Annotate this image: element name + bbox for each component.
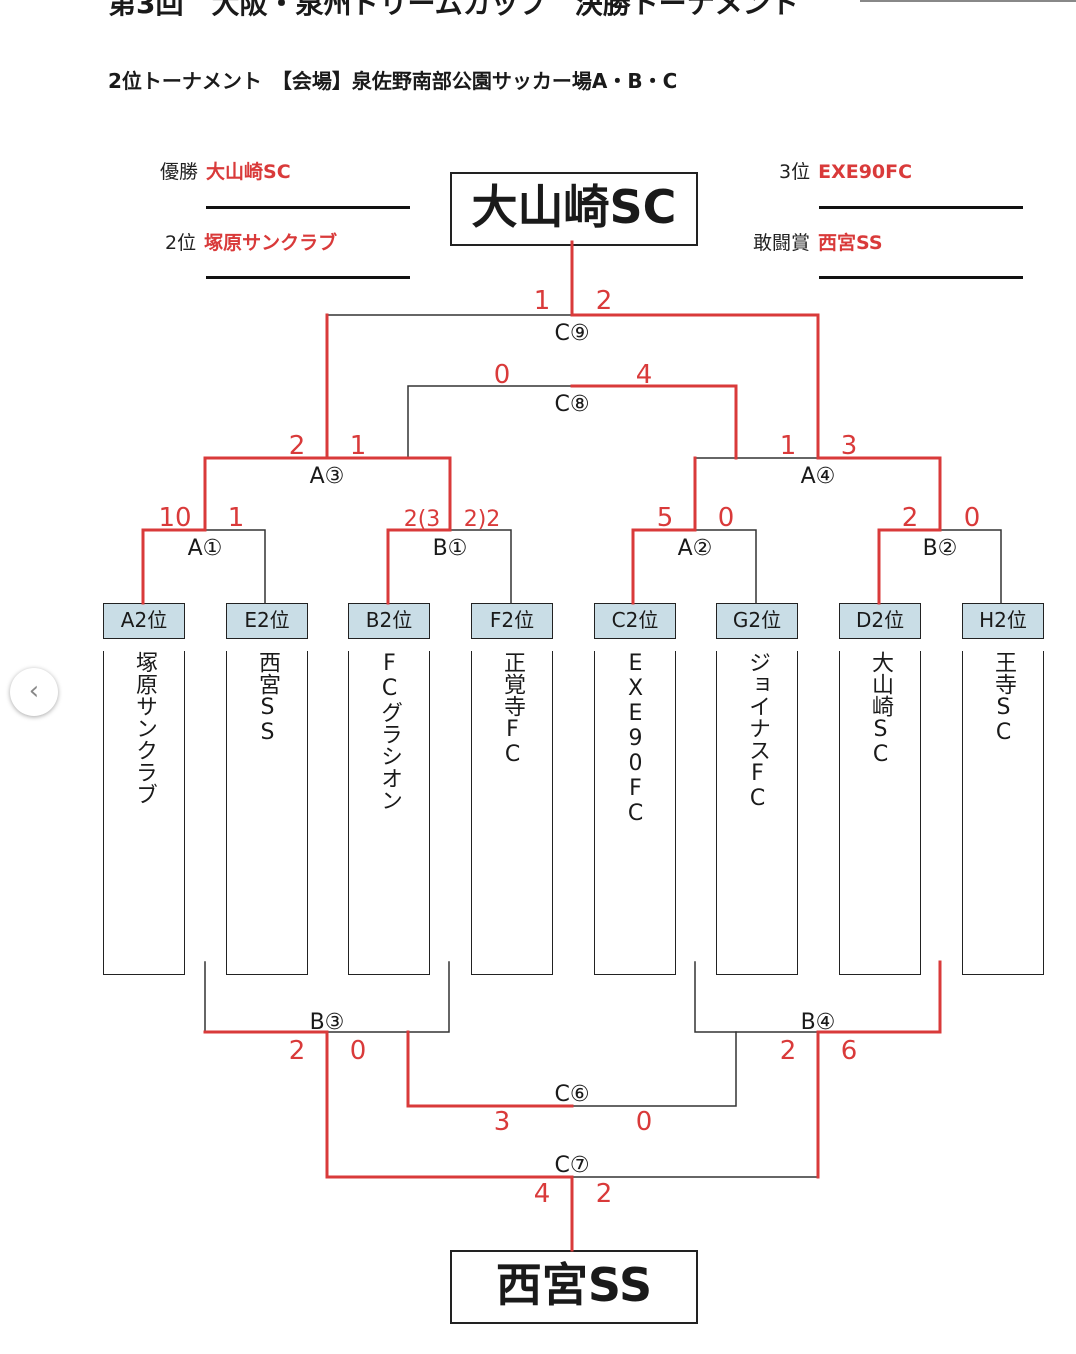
- team-column: D2位 大山崎SC: [839, 603, 921, 975]
- score-b1-right: 2)2: [464, 507, 501, 532]
- score-c9-left: 1: [534, 286, 551, 316]
- match-label-b1: B①: [433, 536, 468, 561]
- score-a2-right: 0: [718, 503, 735, 533]
- match-label-c9: C⑨: [554, 321, 589, 346]
- team-column: G2位 ジョイナスFC: [716, 603, 798, 975]
- match-label-a2: A②: [678, 536, 713, 561]
- score-c9-right: 2: [596, 286, 613, 316]
- team-seed: H2位: [962, 603, 1044, 639]
- page-subtitle: 2位トーナメント 【会場】泉佐野南部公園サッカー場A・B・C: [108, 69, 678, 93]
- team-name-box: 西宮SS: [226, 651, 308, 975]
- score-c8-left: 0: [494, 360, 511, 390]
- champion-label: 優勝: [160, 161, 199, 183]
- result-line: [819, 276, 1023, 279]
- fighting-team: 西宮SS: [818, 232, 883, 254]
- score-a1-right: 1: [228, 503, 245, 533]
- team-name: 大山崎SC: [868, 651, 893, 767]
- team-name: EXE90FC: [623, 651, 648, 826]
- score-b2-right: 0: [964, 503, 981, 533]
- result-line: [819, 206, 1023, 209]
- score-c7-left: 4: [534, 1179, 551, 1209]
- team-name-box: ジョイナスFC: [716, 651, 798, 975]
- team-name: FCグラシオン: [377, 651, 402, 811]
- team-name-box: 王寺SC: [962, 651, 1044, 975]
- match-label-a4: A④: [801, 464, 836, 489]
- team-name-box: FCグラシオン: [348, 651, 430, 975]
- team-name: 西宮SS: [255, 651, 280, 745]
- score-c6-right: 0: [636, 1107, 653, 1137]
- page-title: 第3回 大阪・泉州ドリームカップ 決勝トーナメント: [108, 0, 799, 20]
- score-b2-left: 2: [902, 503, 919, 533]
- score-b3-left: 2: [289, 1036, 306, 1066]
- team-name: 塚原サンクラブ: [132, 651, 157, 805]
- team-seed: E2位: [226, 603, 308, 639]
- team-name: ジョイナスFC: [745, 651, 770, 811]
- top-rule: [860, 0, 1076, 2]
- match-label-c8: C⑧: [554, 392, 589, 417]
- result-third: 3位 EXE90FC: [779, 160, 912, 184]
- champion-team: 大山崎SC: [206, 161, 291, 183]
- score-b4-right: 6: [841, 1036, 858, 1066]
- score-c6-left: 3: [494, 1107, 511, 1137]
- score-b4-left: 2: [780, 1036, 797, 1066]
- score-b1-left: 2(3: [404, 507, 441, 532]
- result-line: [206, 276, 410, 279]
- team-seed: A2位: [103, 603, 185, 639]
- team-name-box: 塚原サンクラブ: [103, 651, 185, 975]
- result-fighting: 敢闘賞西宮SS: [753, 231, 883, 255]
- result-line: [206, 206, 410, 209]
- match-label-c6: C⑥: [554, 1082, 589, 1107]
- bracket-lines-losers: [204, 314, 1002, 1178]
- second-label: 2位: [165, 232, 197, 254]
- match-label-b2: B②: [923, 536, 958, 561]
- winner-box-bottom: 西宮SS: [450, 1250, 698, 1324]
- score-a1-left: 10: [158, 503, 191, 533]
- team-column: E2位 西宮SS: [226, 603, 308, 975]
- score-a4-left: 1: [780, 431, 797, 461]
- fighting-label: 敢闘賞: [753, 232, 811, 254]
- team-seed: C2位: [594, 603, 676, 639]
- winner-box-top: 大山崎SC: [450, 172, 698, 246]
- team-name-box: EXE90FC: [594, 651, 676, 975]
- team-name-box: 正覚寺FC: [471, 651, 553, 975]
- bracket-lines-winners: [141, 240, 942, 1252]
- result-champion: 優勝大山崎SC: [160, 160, 291, 184]
- team-name-box: 大山崎SC: [839, 651, 921, 975]
- score-a2-left: 5: [657, 503, 674, 533]
- team-column: F2位 正覚寺FC: [471, 603, 553, 975]
- second-team: 塚原サンクラブ: [204, 232, 338, 254]
- match-label-b3: B③: [310, 1010, 345, 1035]
- match-label-c7: C⑦: [554, 1153, 589, 1178]
- score-a3-left: 2: [289, 431, 306, 461]
- team-seed: G2位: [716, 603, 798, 639]
- third-team: EXE90FC: [818, 161, 913, 183]
- third-label: 3位: [779, 161, 811, 183]
- team-seed: D2位: [839, 603, 921, 639]
- team-name: 正覚寺FC: [500, 651, 525, 767]
- team-column: A2位 塚原サンクラブ: [103, 603, 185, 975]
- score-c7-right: 2: [596, 1179, 613, 1209]
- score-b3-right: 0: [350, 1036, 367, 1066]
- team-name: 王寺SC: [991, 651, 1016, 745]
- score-a4-right: 3: [841, 431, 858, 461]
- match-label-a3: A③: [310, 464, 345, 489]
- match-label-a1: A①: [188, 536, 223, 561]
- score-c8-right: 4: [636, 360, 653, 390]
- result-second: 2位塚原サンクラブ: [165, 231, 337, 255]
- team-column: C2位 EXE90FC: [594, 603, 676, 975]
- score-a3-right: 1: [350, 431, 367, 461]
- chevron-left-icon[interactable]: ‹: [10, 668, 58, 716]
- match-label-b4: B④: [801, 1010, 836, 1035]
- team-seed: F2位: [471, 603, 553, 639]
- team-column: H2位 王寺SC: [962, 603, 1044, 975]
